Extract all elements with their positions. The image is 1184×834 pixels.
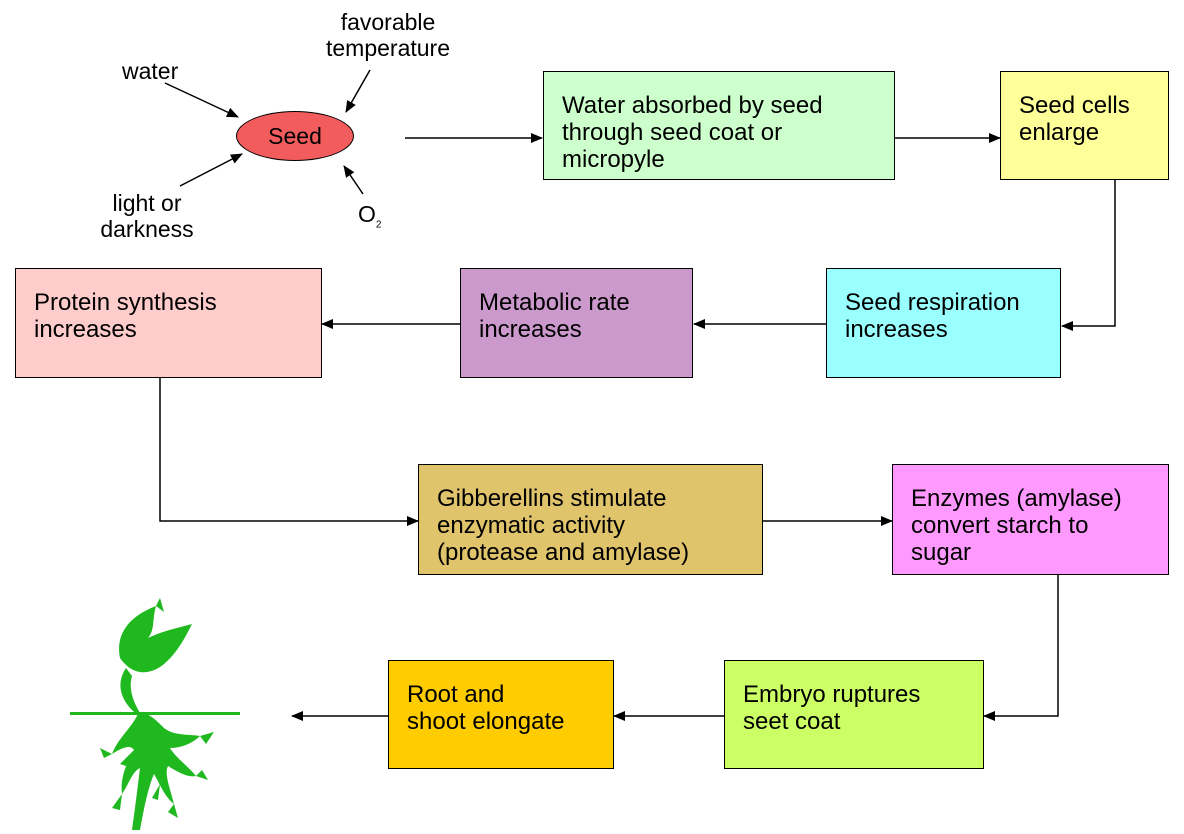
enzymes-to-embryo-arrow (983, 575, 1059, 721)
step-line: Embryo ruptures (743, 681, 921, 708)
temperature-line1: favorable (340, 9, 436, 35)
step-line: increases (479, 316, 582, 343)
step-enzymes: Enzymes (amylase) convert starch to suga… (892, 464, 1169, 575)
step-line: sugar (911, 539, 972, 566)
seed-node: Seed (236, 111, 354, 161)
step-line: Protein synthesis (34, 289, 217, 316)
step-line: enlarge (1019, 119, 1100, 146)
step-cells-enlarge: Seed cells enlarge (1000, 71, 1169, 180)
cells-to-respiration-arrow (1061, 180, 1116, 331)
seed-label: Seed (268, 122, 322, 149)
water-arrow (164, 82, 239, 118)
oxygen-symbol: O (358, 201, 376, 227)
water-label: water (122, 58, 179, 84)
step-line: increases (845, 316, 948, 343)
step-line: Seed respiration (845, 289, 1020, 316)
step-water-absorbed: Water absorbed by seed through seed coat… (543, 71, 895, 180)
step-respiration: Seed respiration increases (826, 268, 1061, 378)
temperature-line2: temperature (325, 35, 450, 61)
oxygen-arrow (343, 165, 364, 195)
step-line: enzymatic activity (437, 512, 626, 539)
step-line: (protease and amylase) (437, 539, 690, 566)
step-line: Seed cells (1019, 92, 1130, 119)
step-line: Root and (407, 681, 505, 708)
step-line: increases (34, 316, 137, 343)
step-line: micropyle (562, 146, 665, 173)
step-line: Metabolic rate (479, 289, 630, 316)
step-line: shoot elongate (407, 708, 565, 735)
step-line: Water absorbed by seed (562, 92, 823, 119)
oxygen-label: O2 (358, 201, 381, 239)
light-line2: darkness (100, 216, 194, 242)
oxygen-subscript: 2 (375, 219, 382, 231)
step-protein: Protein synthesis increases (15, 268, 322, 378)
step-metabolic: Metabolic rate increases (460, 268, 693, 378)
step-embryo: Embryo ruptures seet coat (724, 660, 984, 769)
step-line: Gibberellins stimulate (437, 485, 667, 512)
light-label: light or darkness (92, 190, 202, 242)
temperature-arrow (345, 69, 371, 113)
temperature-label: favorable temperature (308, 9, 468, 61)
step-line: seet coat (743, 708, 841, 735)
seedling-icon (70, 598, 240, 830)
light-line1: light or (112, 190, 182, 216)
protein-to-gibberellins-arrow (159, 378, 419, 526)
light-arrow (179, 153, 243, 187)
step-line: through seed coat or (562, 119, 783, 146)
step-line: convert starch to (911, 512, 1089, 539)
step-root-shoot: Root and shoot elongate (388, 660, 614, 769)
step-gibberellins: Gibberellins stimulate enzymatic activit… (418, 464, 763, 575)
step-line: Enzymes (amylase) (911, 485, 1122, 512)
